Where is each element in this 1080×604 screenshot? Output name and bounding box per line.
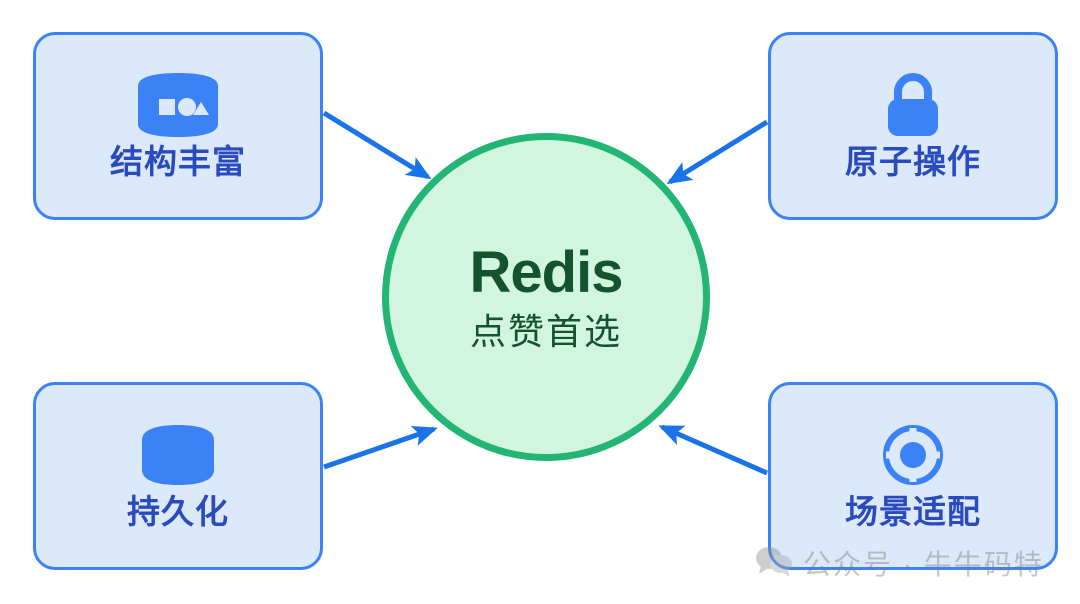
card-scenario[interactable]: 场景适配 [768, 382, 1058, 570]
card-structure[interactable]: 结构丰富 [33, 32, 323, 220]
arrow-persistence-to-hub [323, 425, 438, 470]
arrow-scenario-to-hub [658, 424, 769, 476]
hub-title: Redis [469, 240, 624, 305]
center-hub[interactable]: Redis 点赞首选 [382, 133, 710, 461]
lock-icon [865, 72, 961, 138]
card-label-atomic: 原子操作 [845, 142, 981, 180]
card-label-scenario: 场景适配 [845, 492, 981, 530]
data-structure-icon [130, 72, 226, 138]
card-persistence[interactable]: 持久化 [33, 382, 323, 570]
card-label-structure: 结构丰富 [110, 142, 246, 180]
database-cylinder-icon [130, 422, 226, 488]
card-atomic[interactable]: 原子操作 [768, 32, 1058, 220]
card-label-persistence: 持久化 [127, 492, 229, 530]
watermark: 公众号 · 牛牛码特 [755, 543, 1044, 583]
arrow-atomic-to-hub [666, 119, 769, 185]
hub-subtitle: 点赞首选 [469, 311, 622, 352]
target-crosshair-icon [865, 422, 961, 488]
wechat-chat-bubbles-icon [755, 545, 793, 582]
watermark-text: 公众号 · 牛牛码特 [803, 549, 1044, 580]
arrow-structure-to-hub [322, 110, 432, 180]
